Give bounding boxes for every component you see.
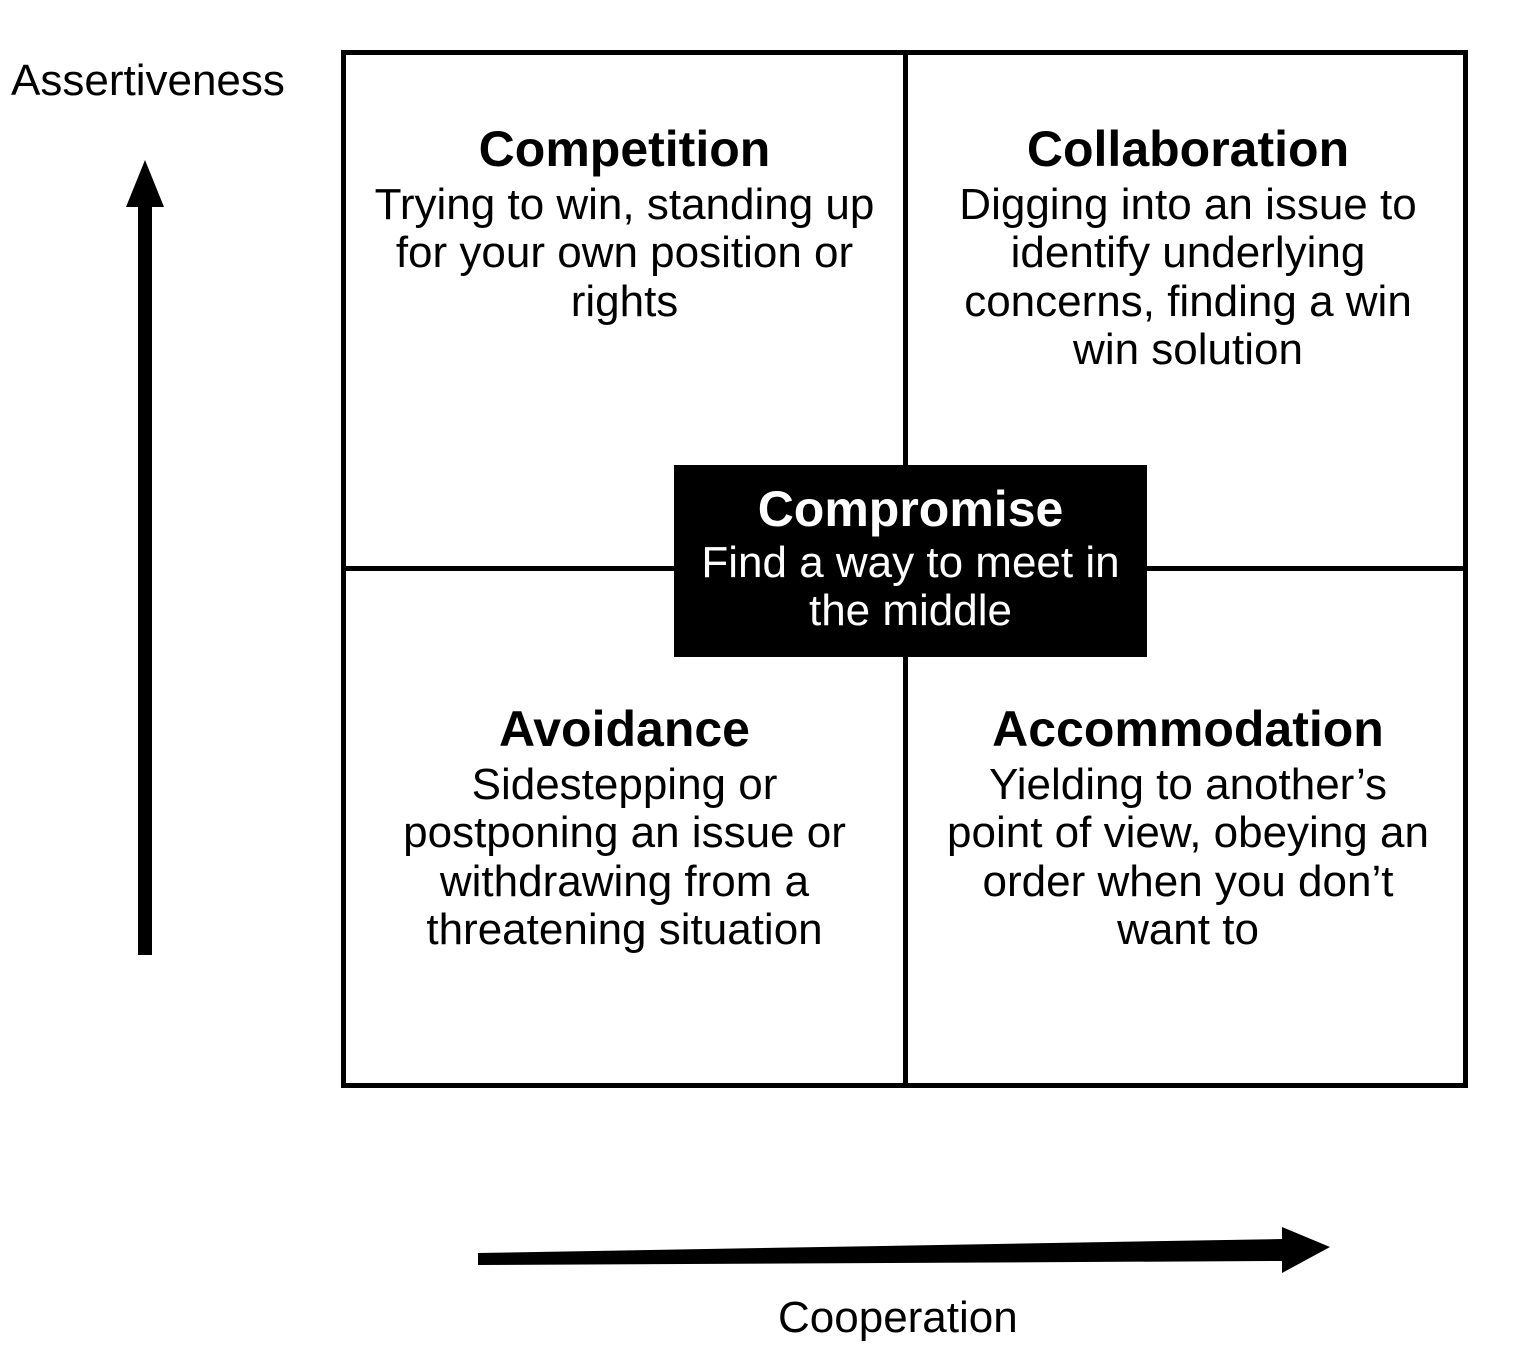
quadrant-competition-title: Competition [478,121,771,177]
quadrant-accommodation-description: Yielding to another’s point of view, obe… [947,760,1429,955]
right-arrow-icon [478,1227,1330,1273]
quadrant-accommodation-title: Accommodation [992,701,1384,757]
center-box-compromise-description: Find a way to meet in the middle [701,537,1120,635]
center-box-compromise[interactable]: Compromise Find a way to meet in the mid… [674,465,1147,657]
quadrant-avoidance[interactable]: Avoidance Sidestepping or postponing an … [346,701,903,955]
quadrant-competition-description: Trying to win, standing up for your own … [374,180,875,326]
matrix-frame: Competition Trying to win, standing up f… [341,50,1468,1088]
center-box-compromise-title: Compromise [757,480,1064,537]
x-axis-label-cooperation: Cooperation [778,1293,1018,1342]
y-axis-label-assertiveness: Assertiveness [11,56,285,105]
quadrant-avoidance-description: Sidestepping or postponing an issue or w… [403,760,846,955]
quadrant-collaboration-description: Digging into an issue to identify underl… [959,180,1417,375]
quadrant-accommodation[interactable]: Accommodation Yielding to another’s poin… [908,701,1468,955]
quadrant-collaboration[interactable]: Collaboration Digging into an issue to i… [908,121,1468,375]
quadrant-avoidance-title: Avoidance [498,701,750,757]
quadrant-competition[interactable]: Competition Trying to win, standing up f… [346,121,903,326]
up-arrow-icon [126,160,164,955]
quadrant-collaboration-title: Collaboration [1026,121,1350,177]
